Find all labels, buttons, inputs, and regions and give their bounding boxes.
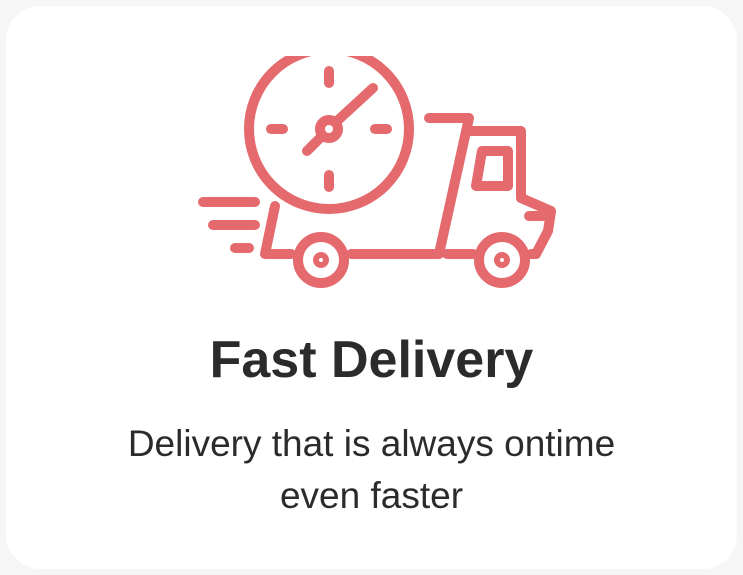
- clock-hand-long: [331, 83, 378, 127]
- delivery-truck-clock-icon: [191, 56, 563, 296]
- card-description: Delivery that is always ontime even fast…: [6, 418, 737, 522]
- truck-wheel-rear: [293, 232, 349, 288]
- delivery-truck-clock-icon-svg: [198, 56, 556, 288]
- truck-hub-rear: [313, 252, 329, 268]
- truck-window: [471, 146, 513, 191]
- card-description-line-1: Delivery that is always ontime: [127, 423, 616, 464]
- truck-cargo-outline: [346, 113, 474, 259]
- feature-card: Fast Delivery Delivery that is always on…: [6, 6, 737, 569]
- truck-rear-outline: [260, 201, 296, 259]
- clock-center: [315, 115, 343, 143]
- card-description-line-2: even faster: [279, 475, 464, 516]
- clock-face: [244, 56, 414, 214]
- truck-hub-front: [494, 252, 510, 268]
- truck-wheel-front: [474, 232, 530, 288]
- clock-hand-short: [302, 131, 327, 156]
- truck-cab-outline: [464, 126, 556, 259]
- card-title: Fast Delivery: [209, 331, 534, 389]
